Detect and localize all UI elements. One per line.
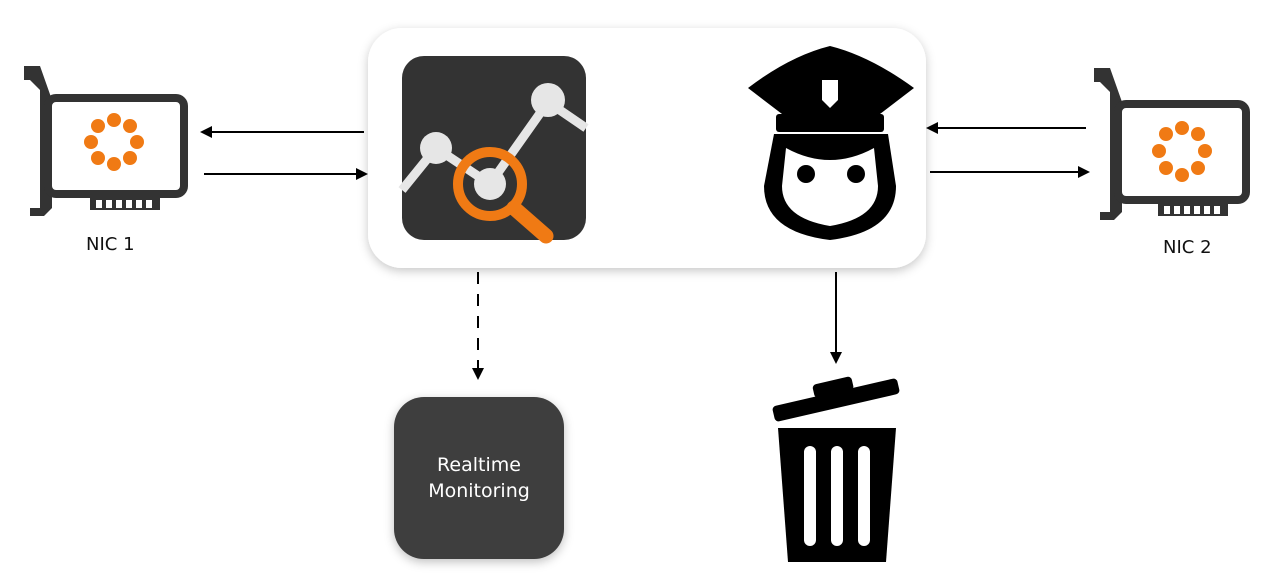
monitoring-line2: Monitoring	[428, 480, 530, 502]
police-officer-icon	[748, 46, 914, 240]
realtime-monitoring-label: Realtime Monitoring	[404, 452, 554, 504]
nic2-card-icon	[1094, 68, 1250, 220]
trash-can-icon	[772, 376, 900, 562]
nic1-label: NIC 1	[86, 234, 135, 255]
nic1-card-icon	[24, 66, 188, 216]
nic2-label: NIC 2	[1163, 237, 1212, 258]
analytics-magnifier-icon	[398, 56, 589, 244]
realtime-monitoring-box: Realtime Monitoring	[394, 397, 564, 559]
monitoring-line1: Realtime	[437, 454, 521, 476]
